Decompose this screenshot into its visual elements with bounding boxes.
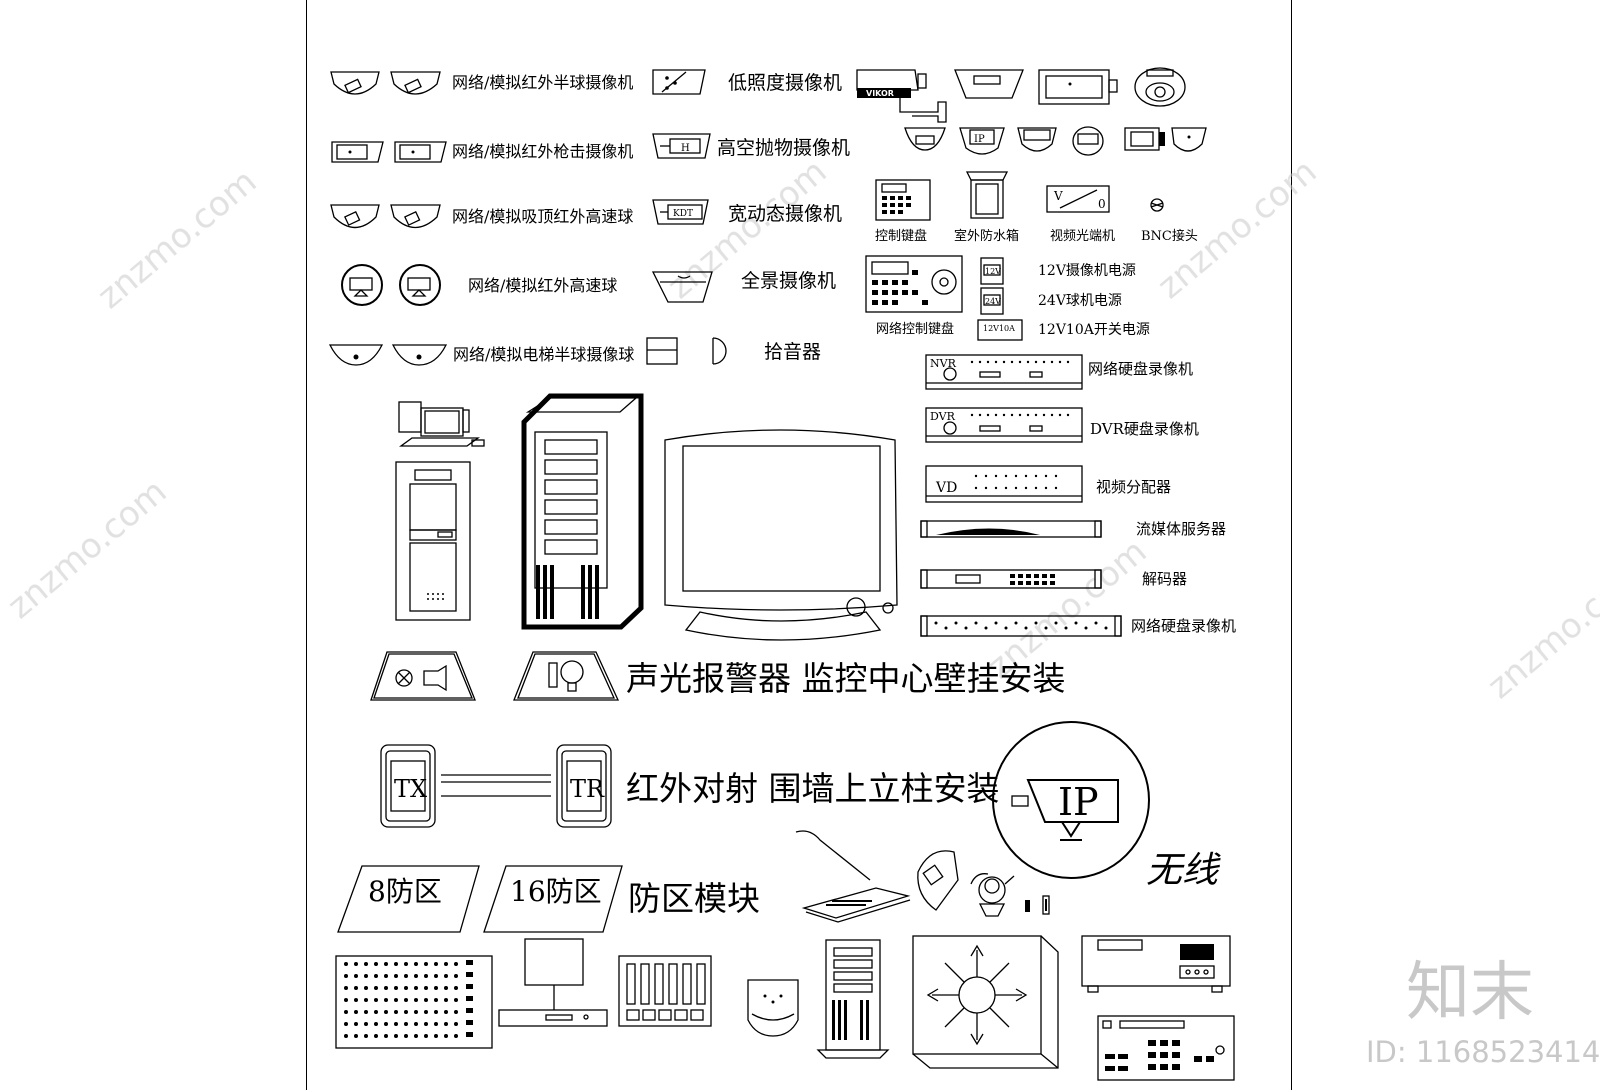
- label-high-throw: 高空抛物摄像机: [717, 137, 850, 159]
- zone16-module-icon: 16防区: [483, 865, 623, 933]
- desktop-computer-icon: [398, 401, 485, 447]
- nvr-device-icon: NVR: [925, 354, 1083, 390]
- label-decoder: 解码器: [1142, 570, 1187, 588]
- monitor-icon: [664, 429, 898, 641]
- ir-speed-dome-icon: [341, 264, 441, 306]
- label-outdoor-box: 室外防水箱: [954, 228, 1019, 244]
- label-bullet-ir: 网络/模拟红外枪击摄像机: [452, 142, 633, 161]
- label-wireless: 无线: [1146, 850, 1221, 891]
- v12-symbol: 12V: [985, 267, 1001, 276]
- label-optical: 视频光端机: [1050, 229, 1115, 244]
- label-alarm: 声光报警器 监控中心壁挂安装: [626, 659, 1066, 698]
- bnc-icon: [1150, 198, 1164, 212]
- nvr-rack-icon: [920, 615, 1122, 637]
- label-dome-ir: 网络/模拟红外半球摄像机: [452, 73, 633, 92]
- label-dvr: DVR硬盘录像机: [1090, 420, 1199, 438]
- tr-symbol: TR: [570, 775, 605, 803]
- label-stream: 流媒体服务器: [1136, 520, 1226, 538]
- camera-gallery-icon: IP: [954, 67, 1207, 156]
- control-console-icon: [1097, 1015, 1235, 1081]
- pc-tower-icon: [395, 461, 471, 621]
- network-keyboard-icon: [865, 255, 963, 313]
- wireless-ip-camera-icon: IP: [992, 721, 1150, 879]
- av-receiver-icon: [1081, 935, 1231, 993]
- dome-ir-camera-icon: [330, 71, 441, 95]
- label-low-light: 低照度摄像机: [728, 72, 842, 94]
- label-psu24: 24V球机电源: [1038, 293, 1122, 309]
- nvr-symbol: NVR: [930, 357, 957, 370]
- v-symbol: V: [1053, 189, 1063, 203]
- v24-symbol: 24V: [985, 297, 1001, 306]
- dome-bottom-icon: [747, 979, 799, 1037]
- site-watermark: znzmo.com: [0, 472, 174, 627]
- label-net-keyboard: 网络控制键盘: [876, 321, 954, 337]
- optical-transceiver-icon: V 0: [1046, 185, 1110, 213]
- label-wdr: 宽动态摄像机: [728, 203, 842, 225]
- bullet-ir-camera-icon: [331, 141, 447, 163]
- low-light-camera-icon: [652, 69, 706, 95]
- zone16-symbol: 16防区: [510, 875, 602, 908]
- label-ir-speed: 网络/模拟红外高速球: [468, 276, 617, 295]
- id-watermark: ID: 1168523414: [1366, 1035, 1600, 1069]
- brand-watermark: 知末: [1406, 956, 1534, 1030]
- label-nvr2: 网络硬盘录像机: [1131, 617, 1236, 635]
- dome-mini-icon: [917, 850, 959, 911]
- label-panorama: 全景摄像机: [741, 270, 836, 292]
- label-bnc: BNC接头: [1141, 228, 1198, 244]
- vd-symbol: VD: [935, 480, 957, 496]
- zone8-symbol: 8防区: [368, 875, 442, 908]
- label-nvr1: 网络硬盘录像机: [1088, 360, 1193, 378]
- ceiling-speed-dome-icon: [330, 204, 441, 229]
- decoder-icon: [920, 569, 1102, 589]
- label-infrared: 红外对射 围墙上立柱安装: [626, 769, 1000, 808]
- wdr-camera-icon: KDT: [652, 199, 709, 225]
- outdoor-box-icon: [965, 171, 1009, 219]
- label-psu10a: 12V10A开关电源: [1038, 322, 1150, 338]
- speed-dome-mini-icon: [970, 873, 1050, 917]
- network-switch-icon: [912, 935, 1059, 1069]
- ip-camera-mini-symbol: IP: [974, 134, 985, 145]
- site-watermark: znzmo.com: [1480, 552, 1600, 707]
- wall-mount-icon: [513, 651, 620, 701]
- video-distributor-icon: VD: [925, 465, 1083, 503]
- label-elevator-dome: 网络/模拟电梯半球摄像球: [453, 345, 634, 364]
- zone8-module-icon: 8防区: [337, 865, 480, 933]
- v12a-symbol: 12V10A: [983, 324, 1015, 333]
- hub-rack-icon: [618, 955, 712, 1027]
- label-psu12: 12V摄像机电源: [1038, 263, 1136, 279]
- server-tower-small-icon: [816, 939, 890, 1059]
- sound-light-alarm-icon: [370, 651, 476, 701]
- label-pickup: 拾音器: [764, 341, 821, 363]
- server-tower-icon: [521, 393, 644, 630]
- vikor-brand: VIKOR: [866, 89, 894, 98]
- high-throw-camera-icon: H: [652, 133, 711, 159]
- tx-symbol: TX: [394, 775, 427, 803]
- drawing-sheet: [306, 0, 1292, 1090]
- kdt-symbol: KDT: [673, 209, 693, 219]
- label-ceiling-speed: 网络/模拟吸顶红外高速球: [452, 207, 633, 226]
- vikor-bracket-camera-icon: VIKOR: [856, 69, 947, 151]
- panorama-camera-icon: [651, 271, 713, 303]
- elevator-dome-icon: [328, 344, 448, 366]
- zero-symbol: 0: [1098, 197, 1106, 211]
- pickup-icon: [646, 337, 727, 365]
- infrared-beam-icon: TX TR: [380, 744, 612, 828]
- site-watermark: znzmo.com: [90, 162, 264, 317]
- dvr-symbol: DVR: [930, 410, 956, 423]
- watermark-layer: znzmo.com znzmo.com znzmo.com znzmo.com …: [0, 152, 1600, 707]
- dvr-device-icon: DVR: [925, 407, 1083, 443]
- stream-server-icon: [920, 520, 1102, 538]
- label-keyboard: 控制键盘: [875, 228, 927, 244]
- h-symbol: H: [681, 143, 690, 154]
- power-supply-icons: 12V 24V 12V10A: [977, 257, 1023, 341]
- label-zone-module: 防区模块: [628, 879, 760, 918]
- workstation-icon: [498, 938, 608, 1027]
- matrix-panel-icon: [335, 955, 493, 1049]
- ip-symbol: IP: [1058, 780, 1099, 824]
- control-keyboard-icon: [875, 179, 931, 221]
- label-vd: 视频分配器: [1096, 478, 1171, 496]
- conference-mic-icon: [795, 830, 911, 923]
